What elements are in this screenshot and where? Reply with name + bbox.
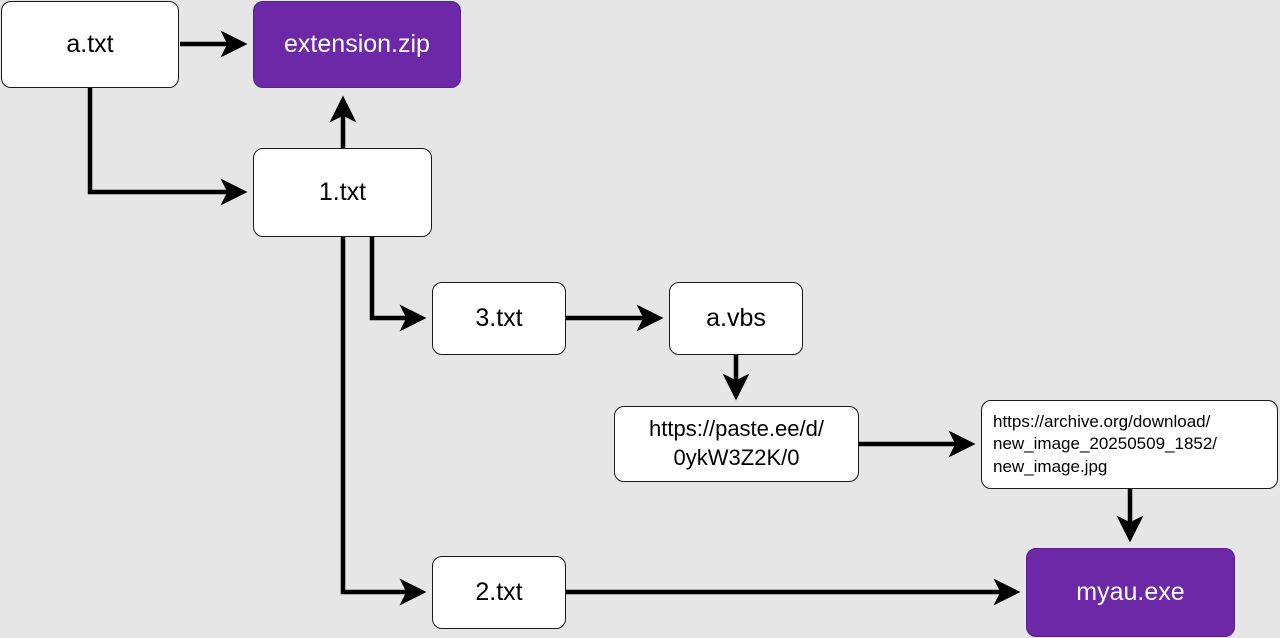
node-2-txt-label: 2.txt	[475, 578, 523, 607]
node-a-txt: a.txt	[1, 1, 179, 88]
node-1-txt-label: 1.txt	[318, 178, 367, 207]
node-archive-url: https://archive.org/download/ new_image_…	[981, 400, 1278, 489]
node-extension-zip-label: extension.zip	[284, 30, 430, 59]
node-myau-exe-label: myau.exe	[1076, 578, 1185, 607]
node-archive-url-label: https://archive.org/download/ new_image_…	[993, 412, 1218, 476]
edge-atxt-1txt	[87, 88, 248, 206]
node-extension-zip: extension.zip	[253, 1, 461, 88]
node-myau-exe: myau.exe	[1026, 548, 1235, 637]
node-2-txt: 2.txt	[432, 556, 566, 629]
edge-1txt-3txt	[369, 237, 427, 332]
node-3-txt: 3.txt	[432, 282, 566, 355]
node-paste-url: https://paste.ee/d/ 0ykW3Z2K/0	[614, 406, 859, 482]
edge-1txt-2txt	[340, 237, 427, 606]
node-paste-url-label: https://paste.ee/d/ 0ykW3Z2K/0	[649, 416, 824, 470]
node-1-txt: 1.txt	[253, 148, 432, 237]
node-3-txt-label: 3.txt	[475, 304, 523, 333]
node-a-vbs: a.vbs	[669, 282, 803, 355]
node-a-vbs-label: a.vbs	[706, 304, 766, 333]
node-a-txt-label: a.txt	[66, 30, 114, 59]
